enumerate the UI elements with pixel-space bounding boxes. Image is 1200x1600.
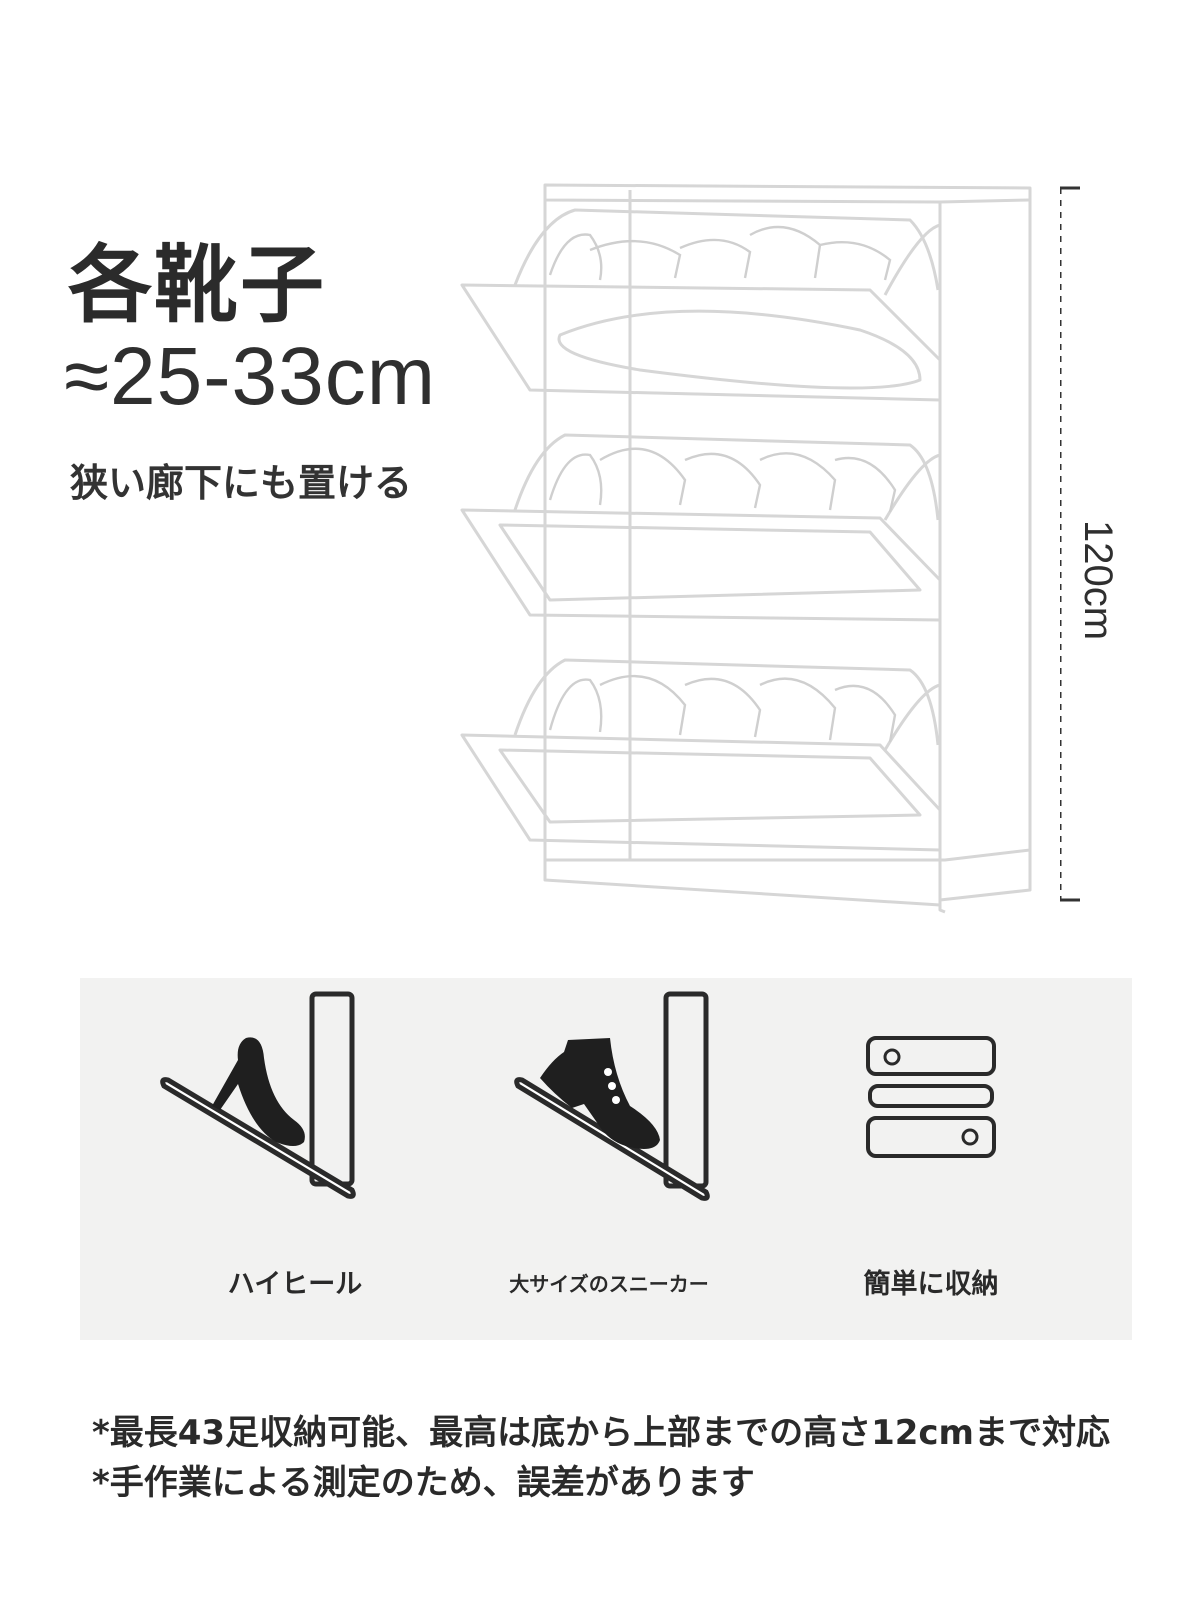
height-dimension-line	[1060, 186, 1080, 902]
drawer-stack-icon	[866, 1036, 996, 1158]
tagline: 狭い廊下にも置ける	[70, 461, 413, 505]
high-heel-icon	[160, 991, 356, 1199]
size-range: ≈25-33cm	[64, 331, 437, 422]
feature-label-easy-storage: 簡単に収納	[863, 1269, 999, 1300]
feature-sneaker: 大サイズのスニーカー	[434, 978, 784, 1340]
feature-panel: ハイヒール 大サイズのスニーカー 簡単に収納	[80, 978, 1132, 1340]
feature-label-sneaker: 大サイズのスニーカー	[509, 1272, 709, 1296]
sneaker-boot-icon	[514, 991, 710, 1201]
footnote: *最長43足収納可能、最高は底から上部までの高さ12cmまで対応*手作業による測…	[92, 1413, 1110, 1503]
headline: 各靴子	[68, 236, 327, 334]
feature-easy-storage: 簡単に収納	[756, 978, 1106, 1340]
feature-label-high-heel: ハイヒール	[227, 1269, 363, 1300]
height-label: 120cm	[1076, 520, 1120, 641]
feature-high-heel: ハイヒール	[120, 978, 470, 1340]
shoe-cabinet-illustration	[460, 183, 1032, 914]
